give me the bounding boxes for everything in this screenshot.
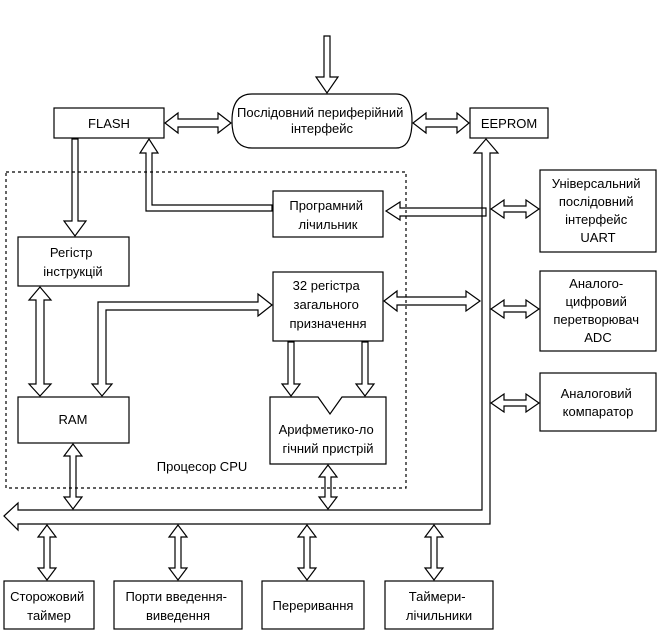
- ram-label: RAM: [59, 412, 88, 427]
- eeprom-line-1: EEPROM: [481, 116, 537, 131]
- ir-line-2: інструкцій: [43, 264, 102, 279]
- ports-line-2: виведення: [146, 608, 210, 623]
- bus-uart-arrow: [489, 198, 541, 220]
- comparator-label: Аналоговий компаратор: [561, 386, 636, 419]
- watchdog-box: [3, 580, 95, 630]
- bus-comparator-arrow: [489, 392, 541, 414]
- timers-line-2: лічильники: [406, 608, 472, 623]
- adc-line-2: цифровий: [566, 294, 627, 309]
- gpr-alu-arrow-right: [354, 341, 376, 397]
- ir-ram-arrow: [27, 286, 53, 397]
- flash-line-1: FLASH: [88, 116, 130, 131]
- system-bus: [3, 138, 500, 532]
- adc-line-1: Аналого-: [569, 276, 623, 291]
- serial-eeprom-arrow: [412, 111, 470, 135]
- timers-line-1: Таймери-: [409, 589, 466, 604]
- uart-line-4: UART: [580, 230, 615, 245]
- ir-line-1: Регістр: [50, 245, 93, 260]
- gpr-ram-arrow: [90, 292, 273, 397]
- flash-ir-arrow: [62, 138, 88, 238]
- gpr-line-2: загального: [294, 297, 359, 312]
- pc-line-1: Програмний: [289, 198, 363, 213]
- ports-line-1: Порти введення-: [125, 589, 227, 604]
- alu-label: Арифметико-ло гічний пристрій: [279, 422, 378, 456]
- comparator-line-1: Аналоговий: [561, 386, 632, 401]
- program-counter-label: Програмний лічильник: [289, 198, 366, 232]
- eeprom-box: [469, 107, 549, 139]
- alu-bus-arrow: [317, 464, 339, 510]
- bus-pc-arrow: [384, 200, 487, 222]
- watchdog-line-1: Сторожовий: [10, 589, 84, 604]
- bus-ports-arrow: [167, 524, 189, 581]
- ram-bus-arrow: [62, 443, 84, 510]
- cpu-region: [5, 171, 407, 489]
- gpr-box: [272, 271, 384, 342]
- eeprom-label: EEPROM: [481, 116, 537, 131]
- ram-line-1: RAM: [59, 412, 88, 427]
- timers-box: [384, 580, 494, 630]
- adc-box: [539, 270, 657, 352]
- timers-label: Таймери- лічильники: [406, 589, 472, 623]
- comparator-line-2: компаратор: [563, 404, 634, 419]
- instruction-register-label: Регістр інструкцій: [43, 245, 102, 279]
- serial-interface-box: [231, 93, 413, 149]
- uart-label: Універсальний послідовний інтерфейс UART: [552, 176, 644, 245]
- gpr-bus-arrow: [383, 289, 482, 313]
- uart-line-2: послідовний: [559, 194, 634, 209]
- interrupts-box: [261, 580, 365, 630]
- comparator-box: [539, 372, 657, 432]
- serial-interface-label: Послідовний периферійний інтерфейс: [237, 105, 407, 136]
- adc-line-4: ADC: [584, 330, 611, 345]
- serial-line-1: Послідовний периферійний: [237, 105, 403, 120]
- alu-box: [269, 396, 387, 465]
- ram-box: [17, 396, 130, 444]
- bus-interrupts-arrow: [296, 524, 318, 581]
- ports-label: Порти введення- виведення: [125, 589, 230, 623]
- cpu-label: Процесор CPU: [157, 459, 248, 474]
- flash-box: [53, 107, 165, 139]
- pc-flash-arrow: [138, 137, 273, 212]
- uart-box: [539, 169, 657, 253]
- bus-adc-arrow: [489, 298, 541, 320]
- interrupts-line-1: Переривання: [273, 598, 354, 613]
- alu-line-2: гічний пристрій: [282, 441, 373, 456]
- uart-line-3: інтерфейс: [565, 212, 628, 227]
- watchdog-label: Сторожовий таймер: [10, 589, 88, 623]
- gpr-label: 32 регістра загального призначення: [289, 278, 366, 331]
- program-counter-box: [272, 190, 384, 238]
- pc-line-2: лічильник: [299, 217, 358, 232]
- interrupts-label: Переривання: [273, 598, 354, 613]
- uart-line-1: Універсальний: [552, 176, 641, 191]
- adc-line-3: перетворювач: [553, 312, 639, 327]
- adc-label: Аналого- цифровий перетворювач ADC: [553, 276, 642, 345]
- watchdog-line-2: таймер: [27, 608, 71, 623]
- instruction-register-box: [17, 236, 130, 287]
- gpr-alu-arrow-left: [280, 341, 302, 397]
- flash-serial-arrow: [164, 111, 232, 135]
- cpu-label-text: Процесор CPU: [157, 459, 248, 474]
- alu-line-1: Арифметико-ло: [279, 422, 374, 437]
- bus-watchdog-arrow: [36, 524, 58, 581]
- flash-label: FLASH: [88, 116, 130, 131]
- input-arrow: [314, 35, 340, 95]
- gpr-line-1: 32 регістра: [293, 278, 361, 293]
- bus-timers-arrow: [423, 524, 445, 581]
- gpr-line-3: призначення: [289, 316, 366, 331]
- serial-line-2: інтерфейс: [291, 121, 354, 136]
